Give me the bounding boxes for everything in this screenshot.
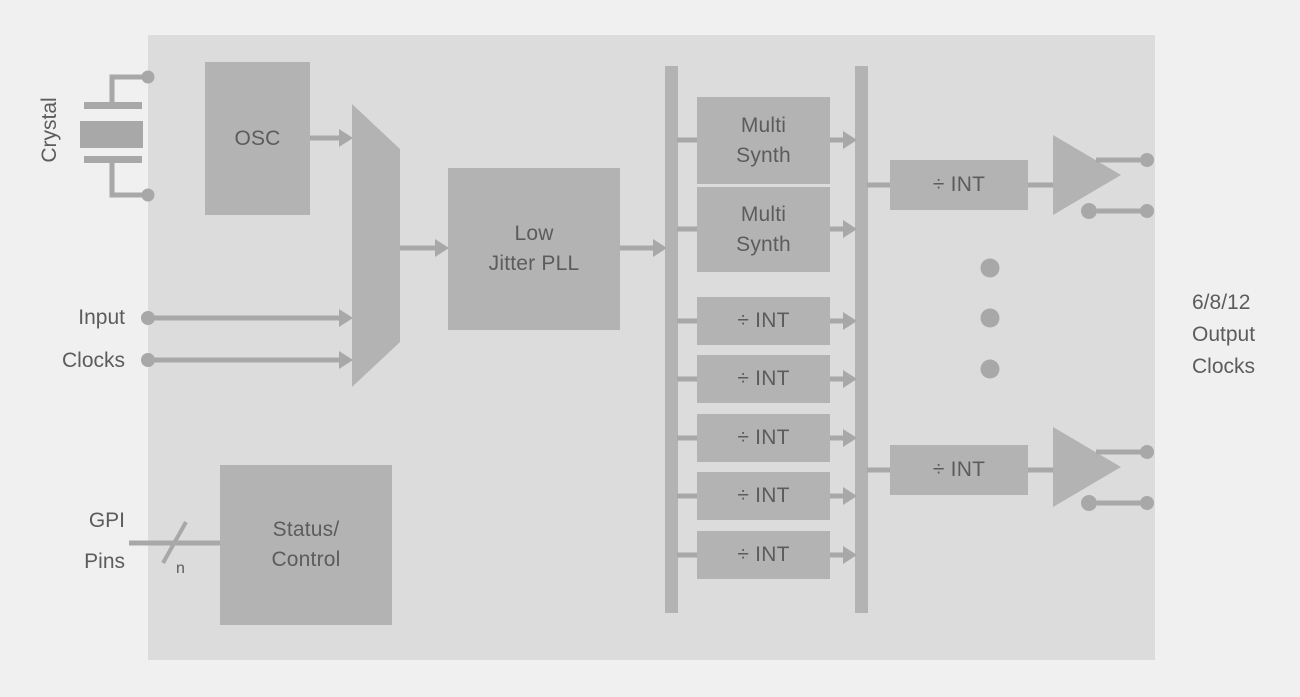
- output-path-lines: [867, 182, 1054, 473]
- output-divider-block-top: ÷ INT: [890, 160, 1028, 210]
- divider-block-5: ÷ INT: [697, 531, 830, 579]
- output-driver-bottom-icon: [1053, 427, 1154, 511]
- divider-block-1: ÷ INT: [697, 297, 830, 345]
- multisynth-label-line2: Synth: [736, 143, 791, 167]
- multisynth-block-1: Multi Synth: [697, 97, 830, 184]
- clock-bus-bar-left: [665, 66, 678, 613]
- output-clocks-label-line1: 6/8/12: [1192, 291, 1251, 314]
- multisynth-block-2: Multi Synth: [697, 187, 830, 272]
- bus-to-block-lines: [677, 137, 699, 558]
- clock-bus-bar-right: [855, 66, 868, 613]
- status-control-block: Status/ Control: [220, 465, 392, 625]
- block-to-bus-arrows: [829, 131, 857, 564]
- divider-label: ÷ INT: [737, 367, 790, 390]
- gpi-bus-line: [129, 521, 221, 564]
- divider-block-3: ÷ INT: [697, 414, 830, 462]
- divider-label: ÷ INT: [932, 173, 986, 196]
- output-clocks-label: 6/8/12 Output Clocks: [1192, 287, 1300, 383]
- gpi-pins-label-line1: GPI: [88, 509, 125, 532]
- pll-label-line1: Low: [514, 222, 554, 245]
- multisynth-label-line1: Multi: [740, 113, 787, 137]
- osc-block: OSC: [205, 62, 310, 215]
- divider-label: ÷ INT: [932, 458, 986, 481]
- divider-label: ÷ INT: [737, 426, 790, 449]
- crystal-label: Crystal: [38, 97, 61, 163]
- crystal-icon: [80, 70, 155, 202]
- pll-block: Low Jitter PLL: [448, 168, 620, 330]
- mux-to-pll-arrow: [400, 239, 449, 257]
- multisynth-label-line1: Multi: [740, 202, 787, 226]
- divider-block-4: ÷ INT: [697, 472, 830, 520]
- osc-to-mux-arrow: [310, 129, 353, 147]
- osc-label: OSC: [234, 126, 281, 150]
- divider-label: ÷ INT: [737, 309, 790, 332]
- input-clocks-label-line1: Input: [78, 306, 125, 329]
- output-clocks-label-line2: Output: [1192, 323, 1256, 346]
- input-clock-arrows: [141, 309, 353, 369]
- ellipsis-dots: [980, 258, 1000, 379]
- input-mux-shape: [352, 104, 400, 387]
- divider-label: ÷ INT: [737, 543, 790, 566]
- input-clocks-label: Input Clocks: [15, 296, 125, 382]
- pll-label-line2: Jitter PLL: [488, 252, 580, 275]
- pll-to-bus-arrow: [620, 239, 667, 257]
- multisynth-label-line2: Synth: [736, 232, 791, 256]
- status-control-label-line2: Control: [271, 548, 341, 571]
- input-clocks-label-line2: Clocks: [61, 349, 125, 372]
- output-driver-top-icon: [1053, 135, 1154, 219]
- gpi-pins-label: GPI Pins: [15, 500, 125, 582]
- gpi-pins-label-line2: Pins: [84, 550, 125, 573]
- output-divider-block-bottom: ÷ INT: [890, 445, 1028, 495]
- divider-block-2: ÷ INT: [697, 355, 830, 403]
- output-clocks-label-line3: Clocks: [1192, 355, 1256, 378]
- bus-width-label: n: [176, 560, 185, 577]
- status-control-label-line1: Status/: [272, 518, 340, 541]
- divider-label: ÷ INT: [737, 484, 790, 507]
